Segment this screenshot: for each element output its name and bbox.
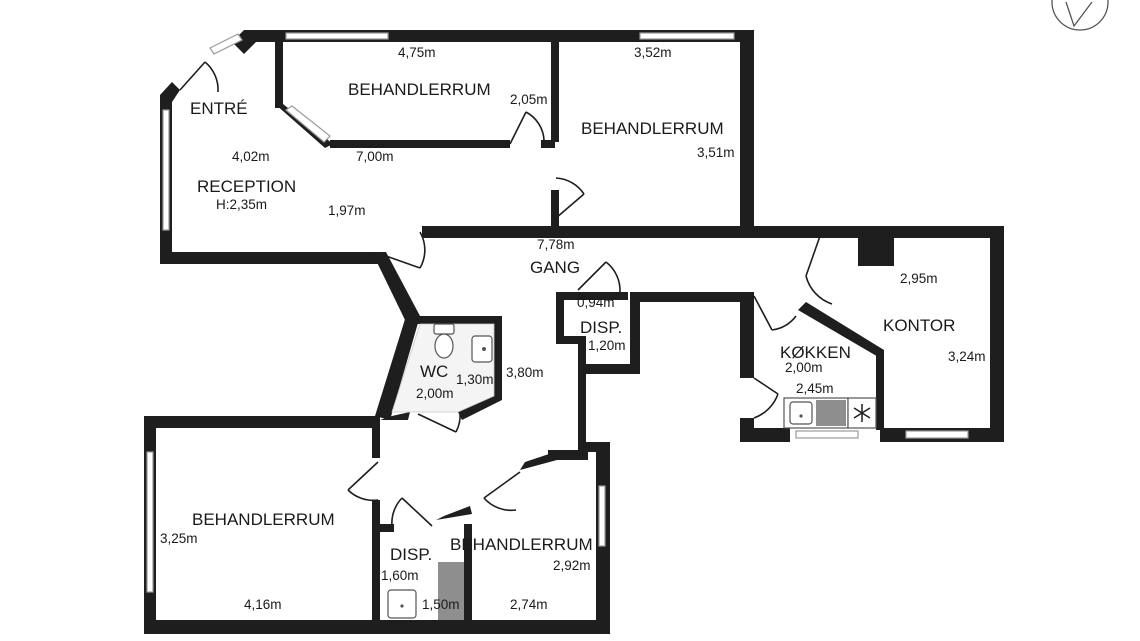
room-label-kontor: KONTOR — [883, 316, 955, 335]
dimension-label: 7,00m — [356, 149, 394, 164]
dimension-label: 1,60m — [381, 568, 419, 583]
dimension-label: 2,00m — [785, 360, 823, 375]
dimension-label: 3,52m — [634, 45, 672, 60]
toilet-icon — [433, 323, 455, 359]
compass-icon — [1051, 0, 1109, 31]
room-label-disp-bottom: DISP. — [390, 545, 432, 564]
dimension-label: 3,80m — [506, 365, 544, 380]
dimension-label: 2,74m — [510, 597, 548, 612]
dimension-label: 7,78m — [537, 237, 575, 252]
dimension-label: 2,95m — [900, 271, 938, 286]
dimension-label: 1,30m — [456, 372, 494, 387]
room-label-reception: RECEPTION — [197, 177, 296, 196]
sink-icon — [471, 335, 493, 363]
snowflake-icon — [847, 397, 877, 429]
walls — [144, 30, 1004, 634]
dimension-label: 3,24m — [948, 349, 986, 364]
dimension-label: 1,97m — [328, 203, 366, 218]
room-label-kokken: KØKKEN — [780, 343, 851, 362]
wc-floor — [391, 323, 495, 413]
dimension-label: 2,92m — [553, 558, 591, 573]
room-label-gang: GANG — [530, 258, 580, 277]
dimension-label: 2,45m — [796, 381, 834, 396]
doors — [179, 61, 833, 527]
dimension-label: 4,75m — [398, 45, 436, 60]
dimension-label: 3,25m — [160, 531, 198, 546]
room-label-behandlerrum-bottomleft: BEHANDLERRUM — [192, 510, 335, 529]
dimension-label: 1,20m — [588, 338, 626, 353]
room-label-wc: WC — [420, 362, 448, 381]
dimension-label: 3,51m — [697, 145, 735, 160]
room-label-behandlerrum-top: BEHANDLERRUM — [348, 80, 491, 99]
disp-bottom-fixtures — [387, 562, 464, 620]
room-label-disp-center: DISP. — [580, 318, 622, 337]
dimension-label: 2,05m — [510, 92, 548, 107]
room-label-behandlerrum-bottom: BEHANDLERRUM — [450, 535, 593, 554]
dimension-label: 0,94m — [577, 295, 615, 310]
reception-height: H:2,35m — [216, 197, 267, 212]
windows — [146, 32, 969, 593]
room-label-entre: ENTRÉ — [190, 99, 248, 118]
dimension-label: 4,16m — [244, 597, 282, 612]
dimension-label: 2,00m — [416, 386, 454, 401]
room-label-behandlerrum-topright: BEHANDLERRUM — [581, 119, 724, 138]
kitchen-counter — [783, 397, 849, 429]
dimension-label: 4,02m — [232, 149, 270, 164]
dimension-label: 1,50m — [422, 597, 460, 612]
